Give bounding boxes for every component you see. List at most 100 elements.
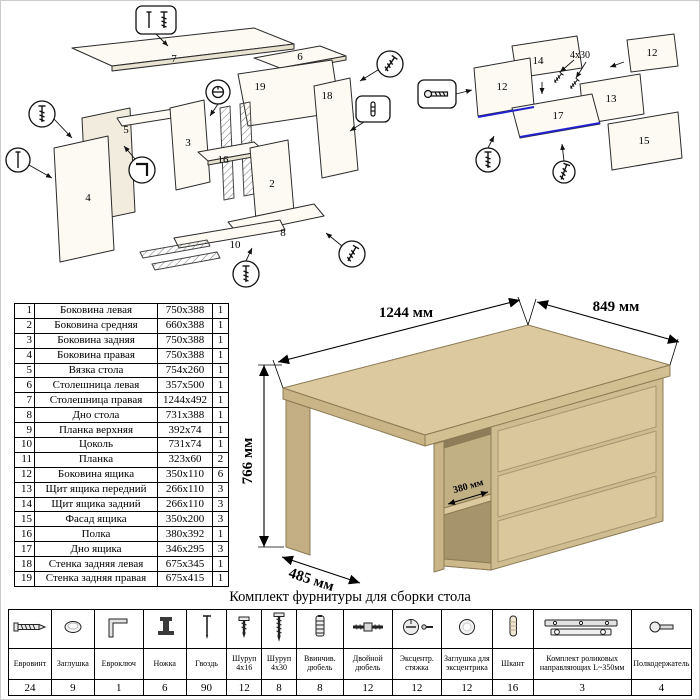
hardware-qty: 1 (93, 679, 144, 696)
part-size: 323x60 (157, 451, 213, 468)
part-label: 13 (606, 93, 618, 105)
part-label: 16 (218, 154, 230, 166)
table-row: 17 Дно ящика 346x295 3 (14, 541, 229, 558)
desk-body (282, 324, 671, 573)
part-qty: 3 (212, 496, 229, 513)
desk-render: 1244 мм 849 мм 766 мм 485 мм 380 мм (240, 296, 680, 595)
part-name: Боковина ящика (34, 466, 158, 483)
hardware-names-row: Евровинт Заглушка Евроключ Ножка Гвоздь … (8, 648, 693, 680)
part-qty: 3 (212, 541, 229, 558)
part-size: 380x392 (157, 526, 213, 543)
part-number: 1 (14, 303, 35, 319)
exploded-diagram-desk: 7 6 19 18 5 3 16 2 4 10 8 (5, 5, 404, 288)
part-name: Щит ящика задний (34, 496, 158, 513)
hardware-name: Шкант (491, 648, 534, 680)
part-label: 5 (123, 124, 129, 136)
part-size: 266x110 (157, 481, 213, 498)
part-size: 346x295 (157, 541, 213, 558)
part-label: 12 (497, 81, 508, 93)
part-number: 5 (14, 362, 35, 379)
part-label: 14 (533, 55, 545, 67)
wooden-dowel-icon (491, 609, 534, 649)
parts-table: 1 Боковина левая 750x388 1 2 Боковина ср… (14, 303, 229, 587)
hardware-name: Полкодержатель (630, 648, 693, 680)
drawer-slides-icon (532, 609, 632, 649)
part-qty: 3 (212, 511, 229, 528)
part-label: 18 (322, 90, 334, 102)
part-name: Боковина средняя (34, 317, 158, 334)
hardware-qty: 12 (391, 679, 442, 696)
part-label: 17 (553, 110, 565, 122)
table-row: 9 Планка верхняя 392x74 1 (14, 422, 229, 439)
part-qty: 3 (212, 481, 229, 498)
dimension-lines (258, 296, 680, 585)
hardware-qty: 12 (440, 679, 493, 696)
part-number: 4 (14, 347, 35, 364)
hardware-qty: 16 (491, 679, 534, 696)
part-name: Столешница левая (34, 377, 158, 394)
hardware-qty: 90 (185, 679, 228, 696)
screw-in-dowel-icon (295, 609, 344, 649)
hardware-name: Эксцентр. стяжка (391, 648, 442, 680)
part-number: 18 (14, 556, 35, 573)
part-name: Вязка стола (34, 362, 158, 379)
part-label: 4 (85, 192, 91, 204)
part-name: Стенка задняя правая (34, 571, 158, 587)
part-name: Боковина задняя (34, 332, 158, 349)
hardware-name: Заглушка (50, 648, 95, 680)
part-number: 17 (14, 541, 35, 558)
part-name: Дно стола (34, 407, 158, 424)
hardware-qty: 8 (295, 679, 344, 696)
part-number: 10 (14, 437, 35, 453)
hardware-kit-title: Комплект фурнитуры для сборки стола (229, 589, 471, 605)
table-row: 2 Боковина средняя 660x388 1 (14, 317, 229, 334)
part-label: 19 (255, 81, 267, 93)
confirmat-screw-icon (8, 609, 52, 649)
part-size: 1244x492 (157, 392, 213, 409)
part-number: 2 (14, 317, 35, 334)
part-qty: 2 (212, 451, 229, 468)
part-qty: 1 (212, 422, 229, 439)
part-number: 6 (14, 377, 35, 394)
part-name: Полка (34, 526, 158, 543)
part-number: 16 (14, 526, 35, 543)
part-name: Столешница правая (34, 392, 158, 409)
part-name: Планка (34, 451, 158, 468)
hardware-qty: 8 (261, 679, 297, 696)
drawer-part-labels: 14 12 12 13 17 15 4x30 (497, 47, 658, 147)
dim-height-label: 766 мм (240, 438, 256, 485)
hex-key-icon (93, 609, 144, 649)
part-size: 731x74 (157, 437, 213, 453)
screw-4x16-icon (226, 609, 263, 649)
part-label: 15 (639, 135, 651, 147)
part-size: 357x500 (157, 377, 213, 394)
table-row: 14 Щит ящика задний 266x110 3 (14, 496, 229, 513)
screw-size-note: 4x30 (570, 50, 590, 61)
part-name: Фасад ящика (34, 511, 158, 528)
table-row: 12 Боковина ящика 350x110 6 (14, 466, 229, 483)
table-row: 18 Стенка задняя левая 675x345 1 (14, 556, 229, 573)
hardware-qty: 6 (142, 679, 187, 696)
cam-cap-icon (440, 609, 493, 649)
part-size: 731x388 (157, 407, 213, 424)
table-row: 3 Боковина задняя 750x388 1 (14, 332, 229, 349)
part-size: 754x260 (157, 362, 213, 379)
table-row: 16 Полка 380x392 1 (14, 526, 229, 543)
drawer-panels (473, 33, 683, 171)
part-qty: 6 (212, 466, 229, 483)
part-size: 350x110 (157, 466, 213, 483)
parts-table-body: 1 Боковина левая 750x388 1 2 Боковина ср… (14, 303, 229, 587)
hardware-qty: 24 (8, 679, 52, 696)
part-number: 11 (14, 451, 35, 468)
table-row: 5 Вязка стола 754x260 1 (14, 362, 229, 379)
part-size: 675x345 (157, 556, 213, 573)
assembly-arrows (539, 59, 625, 94)
part-qty: 1 (212, 332, 229, 349)
hardware-name: Шуруп 4x16 (226, 648, 263, 680)
table-row: 13 Щит ящика передний 266x110 3 (14, 481, 229, 498)
table-row: 8 Дно стола 731x388 1 (14, 407, 229, 424)
part-label: 7 (171, 53, 177, 65)
part-size: 675x415 (157, 571, 213, 587)
desk-panels (53, 27, 359, 271)
